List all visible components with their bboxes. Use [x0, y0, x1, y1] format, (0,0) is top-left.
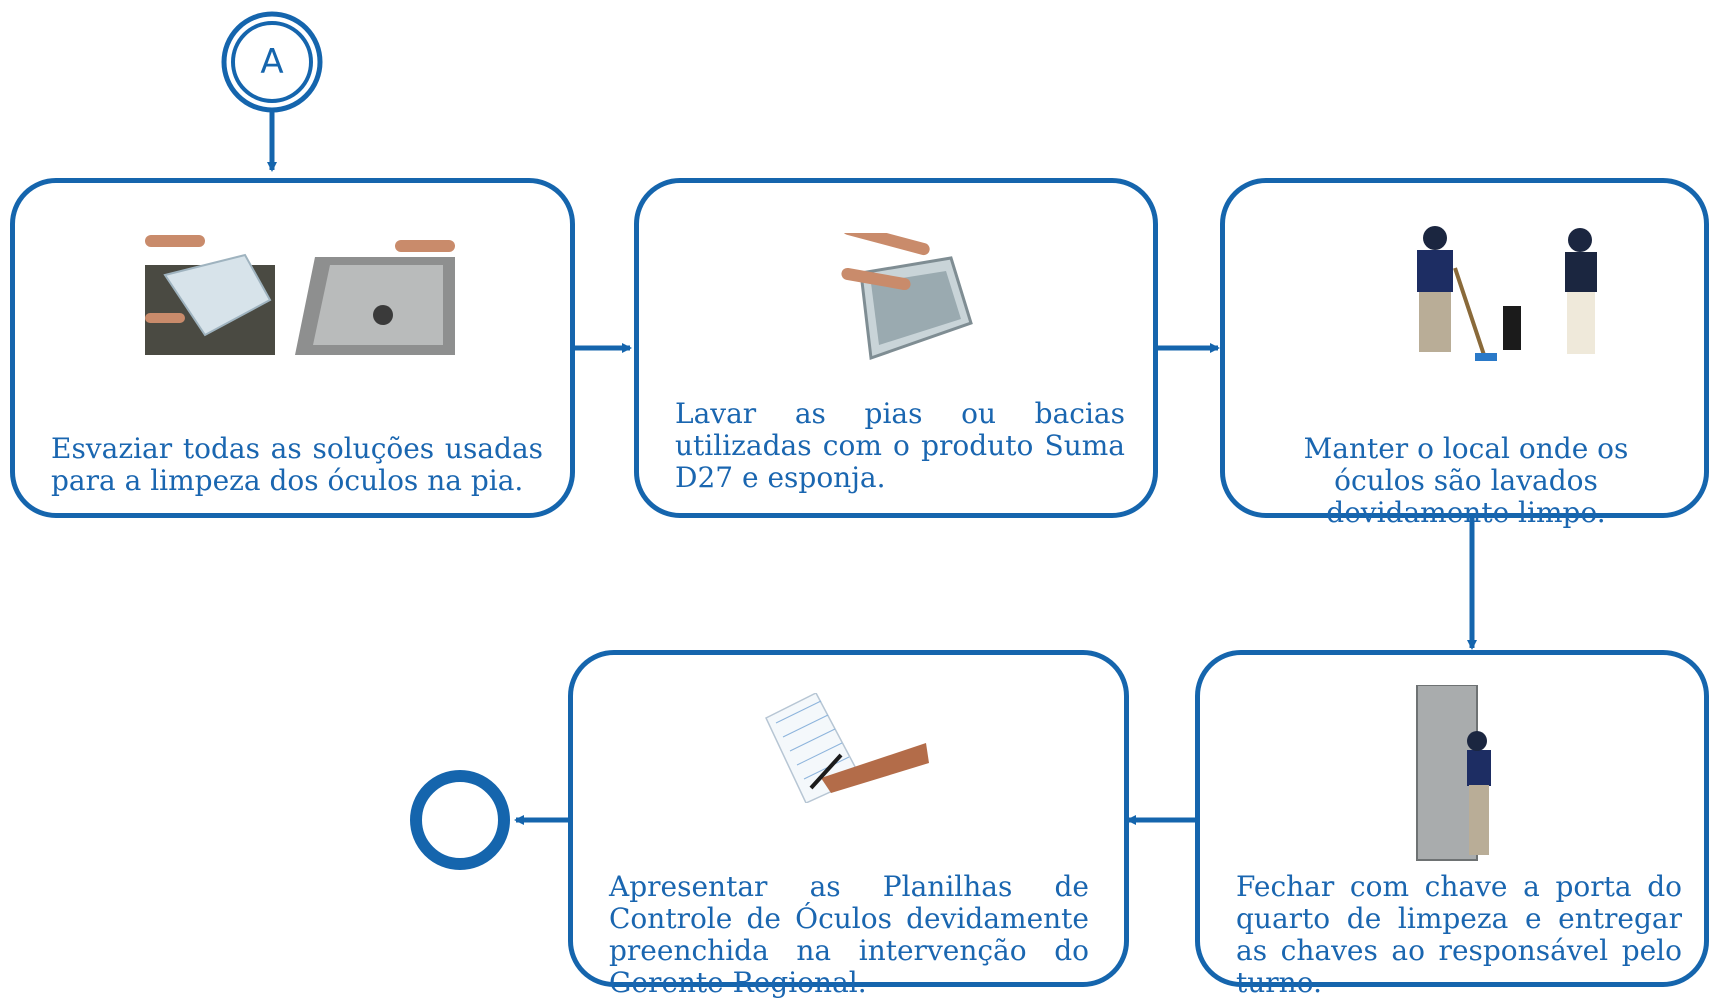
task-box-step-1: Esvaziar todas as soluções usadas para a… [10, 178, 575, 518]
task-box-step-5: Apresentar as Planilhas de Controle de Ó… [568, 650, 1129, 999]
connector-a-label: A [260, 42, 284, 82]
control-sheet-illustration [765, 693, 929, 803]
task-box-step-2: Lavar as pias ou bacias utilizadas com o… [634, 178, 1158, 518]
door-closing-illustration [1416, 685, 1491, 861]
end-event [410, 770, 510, 870]
step-2-text: Lavar as pias ou bacias utilizadas com o… [675, 397, 1125, 494]
task-box-step-4: Fechar com chave a porta do quarto de li… [1195, 650, 1709, 999]
step-3-text: Manter o local onde os óculos são lavado… [1303, 432, 1629, 529]
task-box-step-3: Manter o local onde os óculos são lavado… [1220, 178, 1709, 529]
step-4-text: Fechar com chave a porta do quarto de li… [1236, 870, 1682, 999]
cleaning-staff-illustration [1417, 226, 1597, 361]
step-1-text: Esvaziar todas as soluções usadas para a… [51, 432, 543, 497]
basin-washing-illustration [841, 233, 973, 361]
step-5-text: Apresentar as Planilhas de Controle de Ó… [609, 870, 1089, 999]
sink-illustration [145, 235, 455, 355]
